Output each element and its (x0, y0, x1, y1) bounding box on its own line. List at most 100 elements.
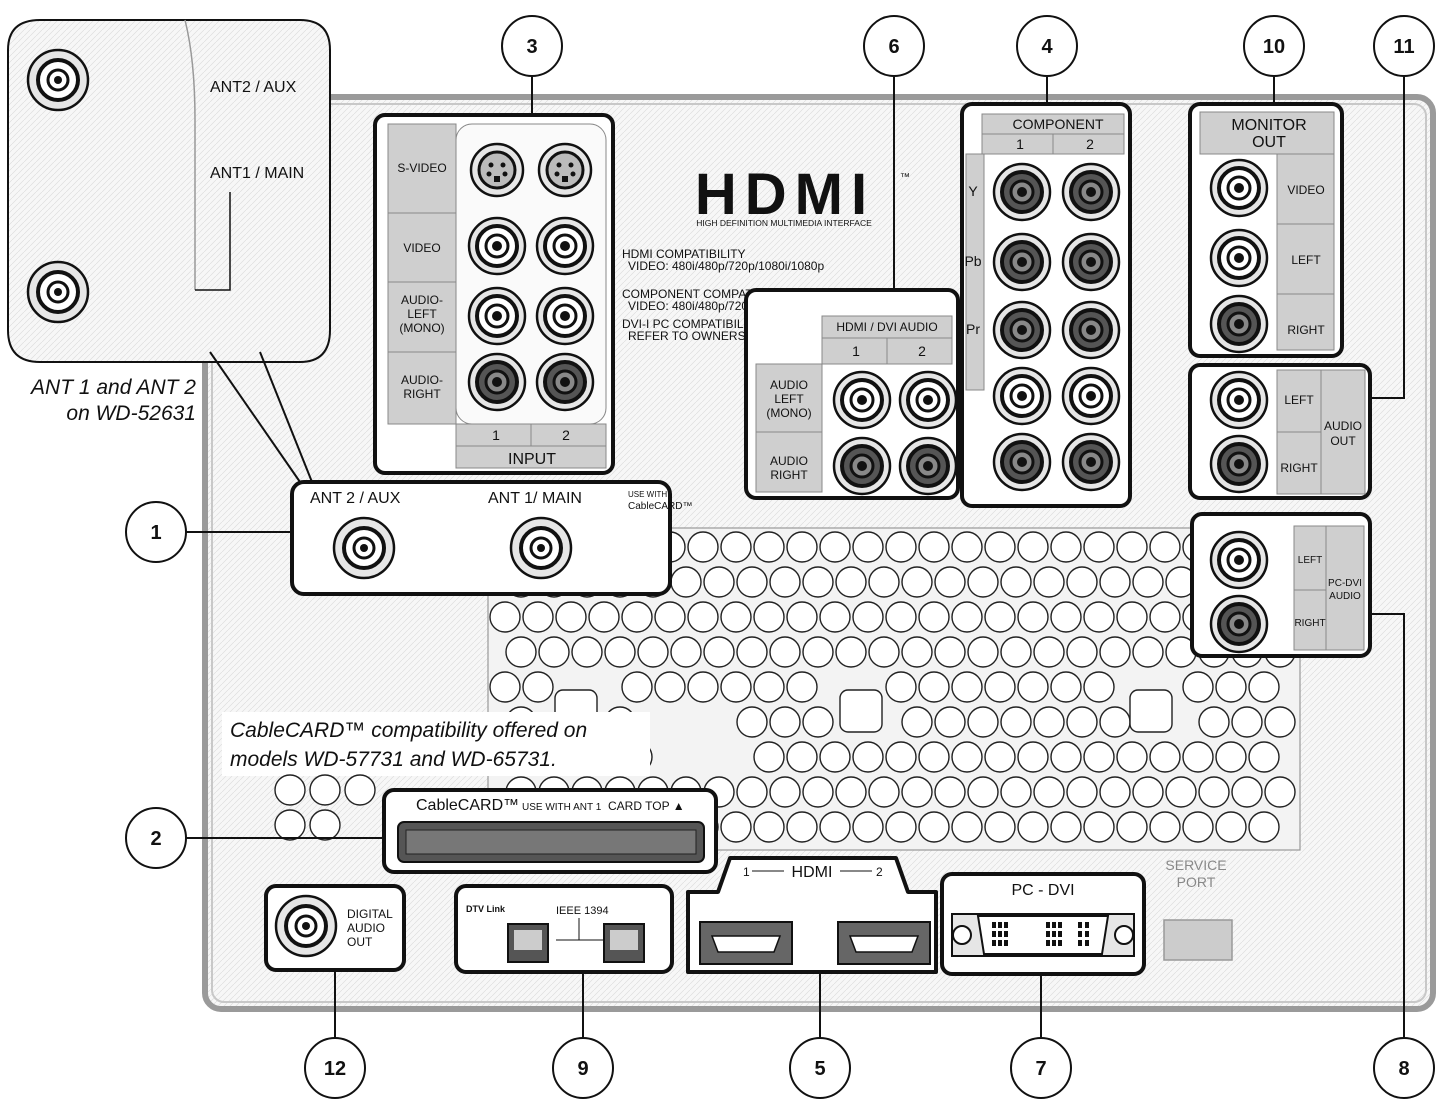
vent-hole (934, 776, 966, 808)
monitor-out-right-jack[interactable] (1209, 294, 1269, 354)
input-audio-right-label-1: AUDIO- (401, 373, 443, 387)
component-y-label: Y (968, 183, 978, 199)
vent-hole (852, 601, 884, 633)
vent-hole (819, 531, 851, 563)
ant2-aux-connector[interactable] (332, 516, 396, 580)
component1-audio-right-jack[interactable] (992, 432, 1052, 492)
ant1-main-connector[interactable] (509, 516, 573, 580)
audio-out-panel: LEFT RIGHT AUDIO OUT (1188, 363, 1372, 500)
component-title: COMPONENT (1013, 116, 1104, 132)
vent-hole (720, 811, 752, 843)
input2-audio-left-jack[interactable] (535, 286, 595, 346)
cablecard-slot-card-top: CARD TOP ▲ (608, 799, 685, 813)
dvi-analog-pin (1078, 922, 1082, 928)
vent-hole (703, 566, 735, 598)
vent-hole (720, 671, 752, 703)
input1-audio-right-jack[interactable] (467, 352, 527, 412)
component2-pb-jack[interactable] (1061, 232, 1121, 292)
vent-hole (1083, 671, 1115, 703)
pc-dvi-audio-title-2: AUDIO (1329, 591, 1361, 602)
vent-hole (852, 741, 884, 773)
vent-hole (786, 671, 818, 703)
hdmi-dvi-audio1-right-jack[interactable] (832, 436, 892, 496)
component1-y-jack[interactable] (992, 162, 1052, 222)
component2-y-jack[interactable] (1061, 162, 1121, 222)
vent-hole (1033, 776, 1065, 808)
service-port: SERVICE PORT (1163, 857, 1233, 961)
hdmi-dvi-audio2-right-jack[interactable] (898, 436, 958, 496)
vent-hole (835, 636, 867, 668)
input2-svideo-jack[interactable] (537, 142, 593, 198)
dvi-pin (1046, 931, 1050, 937)
vent-hole (670, 566, 702, 598)
hdmi-dvi-audio2-left-jack[interactable] (898, 370, 958, 430)
vent-hole (1215, 741, 1247, 773)
input-panel: S-VIDEO VIDEO AUDIO- LEFT (MONO) AUDIO- … (373, 113, 615, 475)
ant2-label: ANT 2 / AUX (310, 490, 401, 507)
inset-caption-line2: on WD-52631 (66, 402, 196, 425)
vent-hole (951, 531, 983, 563)
monitor-out-right-label: RIGHT (1287, 323, 1325, 337)
dvi-analog-pin (1078, 931, 1082, 937)
component1-pr-jack[interactable] (992, 300, 1052, 360)
vent-hole (654, 671, 686, 703)
vent-hole (1066, 706, 1098, 738)
vent-hole (1000, 706, 1032, 738)
hdmi-ports-label: HDMI (792, 864, 833, 881)
hdmi-wordmark: HDMI (695, 162, 875, 227)
vent-hole (1248, 811, 1280, 843)
service-port-jack[interactable] (1163, 919, 1233, 961)
hdmi-compat-title: HDMI COMPATIBILITY (622, 247, 746, 261)
component2-pr-jack[interactable] (1061, 300, 1121, 360)
vent-hole (984, 671, 1016, 703)
callout-3: 3 (526, 36, 537, 58)
input1-audio-left-jack[interactable] (467, 286, 527, 346)
audio-out-right-label: RIGHT (1280, 461, 1318, 475)
cablecard-note: CableCARD™ compatibility offered on mode… (222, 712, 650, 776)
input1-video-jack[interactable] (467, 216, 527, 276)
hdmi-tm: ™ (900, 172, 910, 183)
callout-4: 4 (1041, 36, 1053, 58)
hdmi-dvi-audio1-left-jack[interactable] (832, 370, 892, 430)
hdmi-dvi-audio-left-3: (MONO) (766, 406, 811, 420)
vent-hole (1231, 776, 1263, 808)
digital-audio-out-jack[interactable] (274, 894, 338, 958)
ant1-label: ANT 1/ MAIN (488, 490, 582, 507)
audio-out-title-1: AUDIO (1324, 419, 1362, 433)
input2-video-jack[interactable] (535, 216, 595, 276)
pc-dvi-audio-title-1: PC-DVI (1328, 578, 1362, 589)
monitor-out-left-jack[interactable] (1209, 228, 1269, 288)
service-port-line2: PORT (1177, 874, 1216, 890)
vent-hole (505, 636, 537, 668)
vent-hole (802, 776, 834, 808)
component-panel: COMPONENT 1 2 Y Pb Pr (960, 102, 1132, 508)
component2-audio-left-jack[interactable] (1061, 366, 1121, 426)
hdmi-dvi-audio-right-2: RIGHT (770, 468, 808, 482)
vent-hole (687, 531, 719, 563)
component1-pb-jack[interactable] (992, 232, 1052, 292)
input-col2-label: 2 (562, 427, 570, 443)
dvi-compat-title: DVI-I PC COMPATIBILITY (622, 317, 762, 331)
input1-svideo-jack[interactable] (469, 142, 525, 198)
audio-out-left-jack[interactable] (1209, 370, 1269, 430)
vent-hole (1033, 706, 1065, 738)
dvi-connector[interactable] (951, 913, 1135, 957)
vent-hole (951, 671, 983, 703)
vent-hole (687, 601, 719, 633)
monitor-out-video-jack[interactable] (1209, 158, 1269, 218)
pc-dvi-audio-right-jack[interactable] (1209, 594, 1269, 654)
vent-hole (1050, 811, 1082, 843)
vent-hole (1017, 601, 1049, 633)
dvi-pin (998, 922, 1002, 928)
vent-hole (1182, 671, 1214, 703)
audio-out-right-jack[interactable] (1209, 434, 1269, 494)
digital-audio-line1: DIGITAL (347, 907, 393, 921)
vent-hole (1116, 741, 1148, 773)
input2-audio-right-jack[interactable] (535, 352, 595, 412)
hdmi-port2-number: 2 (876, 865, 883, 879)
component2-audio-right-jack[interactable] (1061, 432, 1121, 492)
pc-dvi-audio-right-label: RIGHT (1294, 618, 1325, 629)
pc-dvi-audio-left-jack[interactable] (1209, 530, 1269, 590)
inset-ant2-connector (26, 48, 90, 112)
component1-audio-left-jack[interactable] (992, 366, 1052, 426)
